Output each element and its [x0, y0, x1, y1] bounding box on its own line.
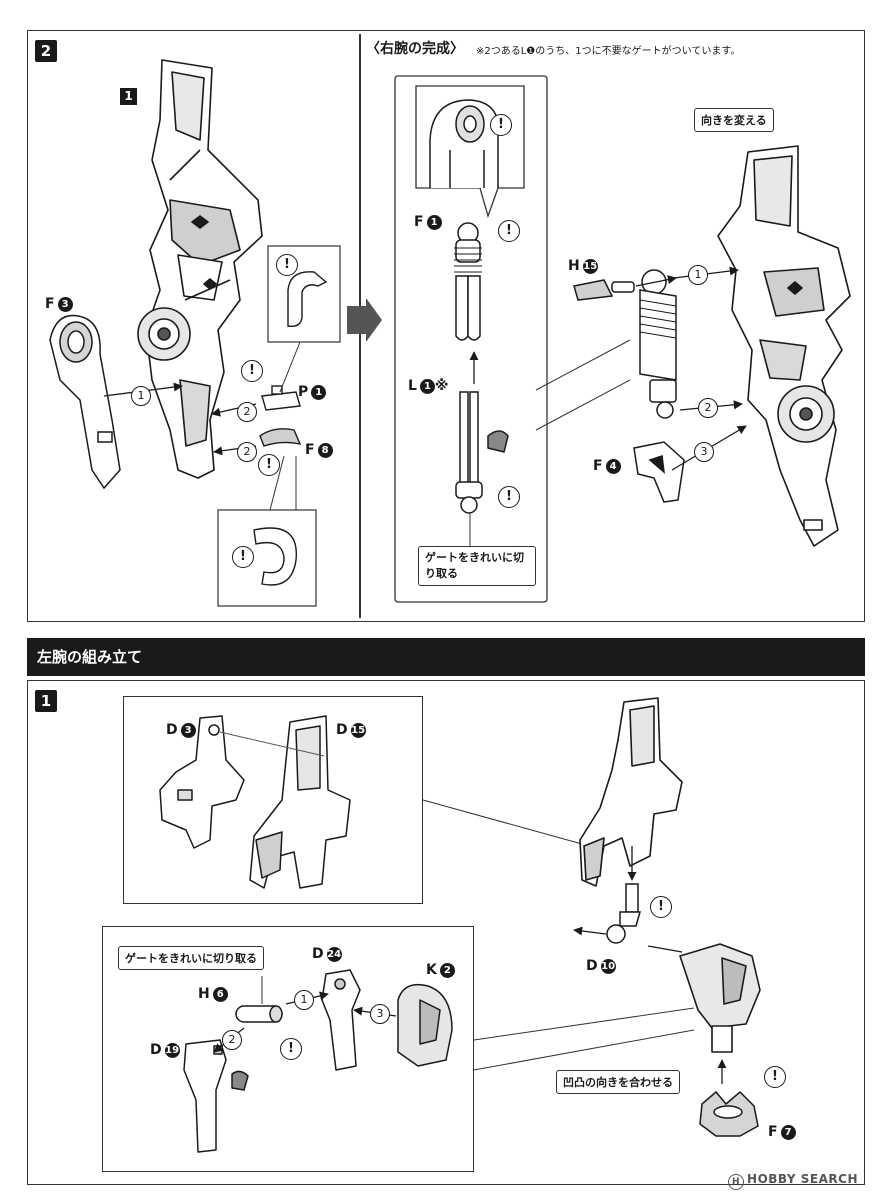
- right-arm-main-assembly: [137, 59, 263, 479]
- part-f3-drawing: [49, 314, 121, 490]
- right-arm-note: ※2つあるL❶のうち、1つに不要なゲートがついています。: [476, 46, 741, 57]
- part-f8-drawing: [259, 428, 302, 447]
- arrow-step-2-d19: 2: [222, 1030, 242, 1050]
- arrow-step-1-h15: 1: [688, 265, 708, 285]
- step2-substep-number: 1: [120, 88, 137, 105]
- left-arm-upper-drawing: [579, 697, 683, 887]
- part-f1-magnified: [429, 99, 499, 188]
- step2-number: 2: [35, 40, 57, 62]
- exclamation-icon: !: [764, 1066, 786, 1088]
- exclamation-icon: !: [241, 360, 263, 382]
- arrow-step-2-p1: 2: [237, 402, 257, 422]
- part-d3-drawing: [159, 715, 245, 849]
- arrow-step-1-d24: 1: [294, 990, 314, 1010]
- callout-turn-direction: 向きを変える: [694, 108, 774, 132]
- arrow-step-2-f8: 2: [237, 442, 257, 462]
- exclamation-icon: !: [490, 114, 512, 136]
- arrow-step-3-k2: 3: [370, 1004, 390, 1024]
- exclamation-icon: !: [498, 486, 520, 508]
- exclamation-icon: !: [280, 1038, 302, 1060]
- arrow-step-3-f4: 3: [694, 442, 714, 462]
- callout-cut-gate-left: ゲートをきれいに切り取る: [118, 946, 264, 970]
- callout-cut-gate-step2: ゲートをきれいに切り取る: [418, 546, 536, 586]
- left-arm-forearm-drawing: [679, 943, 761, 1053]
- part-f1-drawing: [454, 222, 482, 341]
- arrow-right-icon: [347, 298, 382, 342]
- assembled-piston-drawing: [639, 269, 677, 419]
- arrow-step-1-left: 1: [131, 386, 151, 406]
- watermark-logo-icon: H: [728, 1174, 745, 1190]
- part-k2-drawing: [397, 983, 453, 1067]
- right-arm-complete-title: 〈右腕の完成〉: [366, 41, 464, 57]
- exclamation-icon: !: [650, 896, 672, 918]
- left-arm-header: 左腕の組み立て: [27, 638, 865, 676]
- part-f4-drawing: [633, 441, 685, 503]
- callout-align-convex: 凹凸の向きを合わせる: [556, 1070, 680, 1094]
- part-d24-drawing: [321, 969, 361, 1071]
- part-f7-drawing: [699, 1090, 759, 1137]
- part-h6-drawing: [235, 1005, 283, 1023]
- left-arm-step-number: 1: [35, 690, 57, 712]
- part-h15-drawing: [573, 279, 635, 301]
- middle-frame: [394, 75, 548, 603]
- exclamation-icon: !: [258, 454, 280, 476]
- exclamation-icon: !: [498, 220, 520, 242]
- part-p1-drawing: [261, 385, 301, 411]
- part-d10-drawing: [606, 883, 641, 944]
- arrow-step-2-piston: 2: [698, 398, 718, 418]
- part-d15-drawing: [249, 715, 351, 889]
- part-l1-drawing: [455, 391, 509, 514]
- exclamation-icon: !: [232, 546, 254, 568]
- part-d19-drawing: [183, 1039, 249, 1153]
- exclamation-icon: !: [276, 254, 298, 276]
- right-arm-completed-drawing: [717, 145, 851, 547]
